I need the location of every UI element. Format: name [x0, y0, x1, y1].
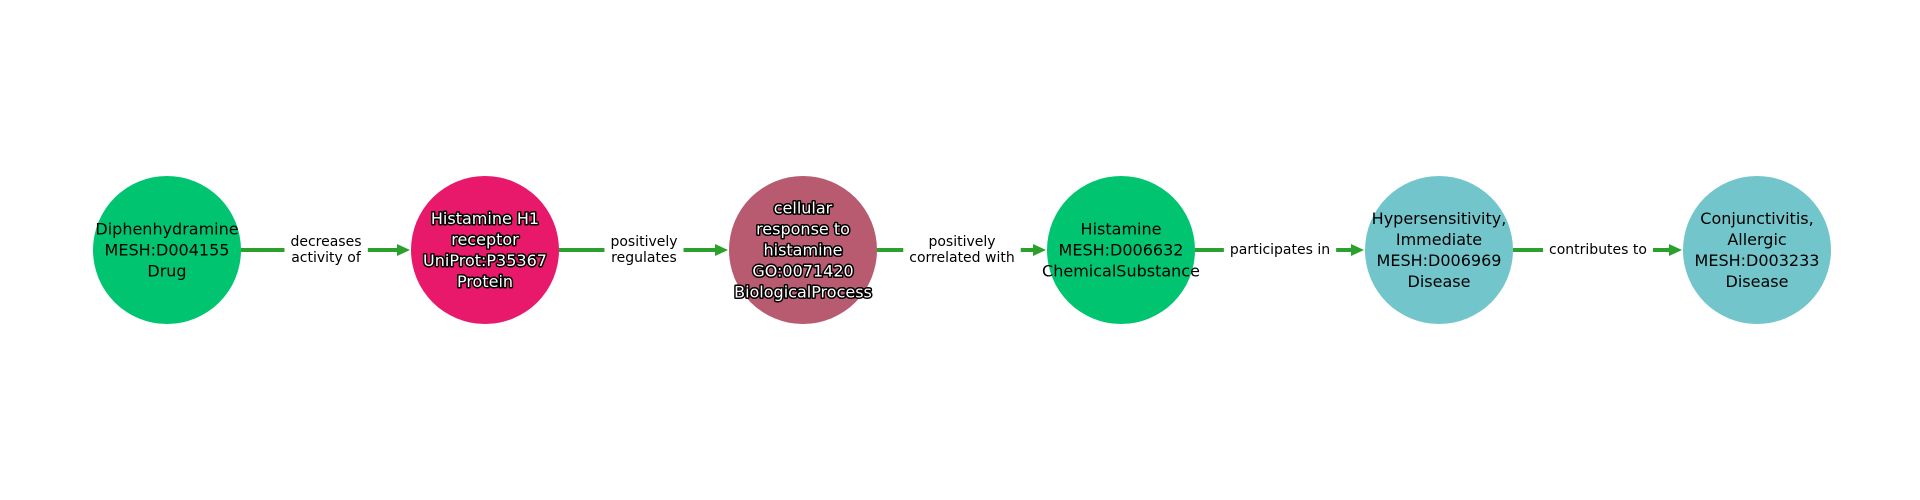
- edge-label-line: activity of: [291, 250, 362, 266]
- edge-label-line: correlated with: [909, 250, 1014, 266]
- node-circle: [411, 176, 559, 324]
- edge-label-background: [1543, 240, 1653, 260]
- node-label-line: BiologicalProcess: [734, 283, 872, 302]
- edge-label-background: [903, 232, 1021, 268]
- arrow-head-icon: [397, 244, 410, 256]
- node-label-line: Histamine H1: [431, 209, 539, 228]
- node-label-line: Hypersensitivity,: [1372, 209, 1507, 228]
- node-circle: [93, 176, 241, 324]
- node-circle: [1365, 176, 1513, 324]
- edge-label-line: decreases: [290, 234, 361, 250]
- node-label-line: cellular: [774, 199, 833, 218]
- edge-n4-n5: participates in: [1195, 240, 1364, 260]
- node-label-line: Immediate: [1396, 230, 1482, 249]
- edge-label-line: regulates: [611, 250, 677, 266]
- node-label-line: ChemicalSubstance: [1042, 262, 1200, 281]
- edge-label-background: [284, 232, 368, 268]
- node-label-line: Diphenhydramine: [95, 220, 238, 239]
- edge-label-line: positively: [610, 234, 677, 250]
- node-label-line: response to: [756, 220, 850, 239]
- arrow-head-icon: [1351, 244, 1364, 256]
- node-circle: [1047, 176, 1195, 324]
- node-circle: [729, 176, 877, 324]
- node-label-line: Conjunctivitis,: [1700, 209, 1813, 228]
- node-label-line: receptor: [451, 230, 519, 249]
- edge-label-line: contributes to: [1549, 242, 1647, 258]
- node-label-line: Allergic: [1727, 230, 1786, 249]
- node-label-line: MESH:D006632: [1059, 241, 1184, 260]
- arrow-head-icon: [715, 244, 728, 256]
- node-label-line: Disease: [1408, 272, 1471, 291]
- node-label-line: histamine: [763, 241, 842, 260]
- arrow-head-icon: [1669, 244, 1682, 256]
- node-label-line: MESH:D003233: [1695, 251, 1820, 270]
- node-label-line: UniProt:P35367: [423, 251, 547, 270]
- edge-label: contributes to: [1549, 242, 1647, 258]
- node-label-line: MESH:D004155: [105, 241, 230, 260]
- node-circle: [1683, 176, 1831, 324]
- edge-label-background: [604, 232, 684, 268]
- edge-n5-n6: contributes to: [1513, 240, 1682, 260]
- edge-label: participates in: [1230, 242, 1330, 258]
- node-label-line: GO:0071420: [752, 262, 853, 281]
- node-label-line: Drug: [147, 262, 186, 281]
- edge-label-line: participates in: [1230, 242, 1330, 258]
- arrow-head-icon: [1033, 244, 1046, 256]
- edge-label-line: positively: [928, 234, 995, 250]
- node-label-line: Disease: [1726, 272, 1789, 291]
- edge-label-background: [1223, 240, 1337, 260]
- node-label-line: Histamine: [1081, 220, 1162, 239]
- node-label-line: MESH:D006969: [1377, 251, 1502, 270]
- node-label-line: Protein: [457, 272, 513, 291]
